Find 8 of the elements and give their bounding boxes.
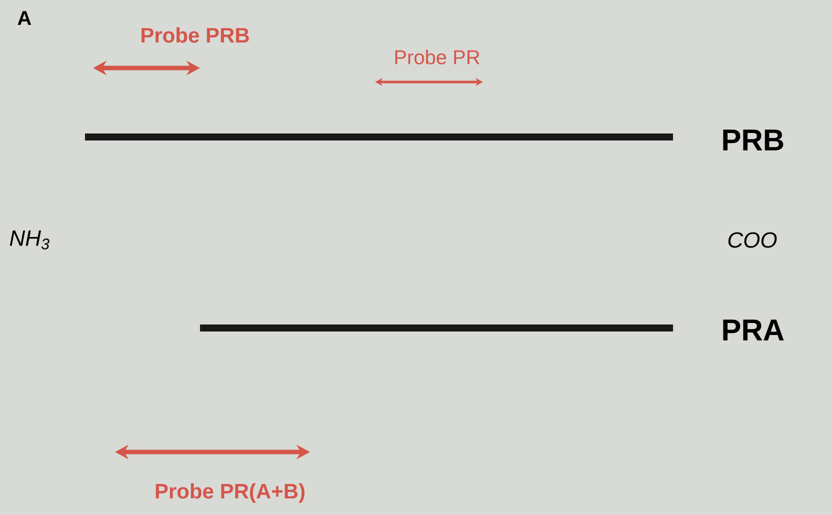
probe-label: Probe PR(A+B) xyxy=(156,483,304,503)
isoform-label: PRA xyxy=(723,320,784,340)
probe-label: Probe PR xyxy=(395,50,480,64)
panel-letter: A xyxy=(18,11,32,25)
terminus-label: NH$_{3}$ xyxy=(10,230,50,250)
terminus-label: COO xyxy=(728,232,777,248)
probe-label: Probe PRB xyxy=(142,27,249,43)
isoform-label: PRB xyxy=(723,130,784,150)
